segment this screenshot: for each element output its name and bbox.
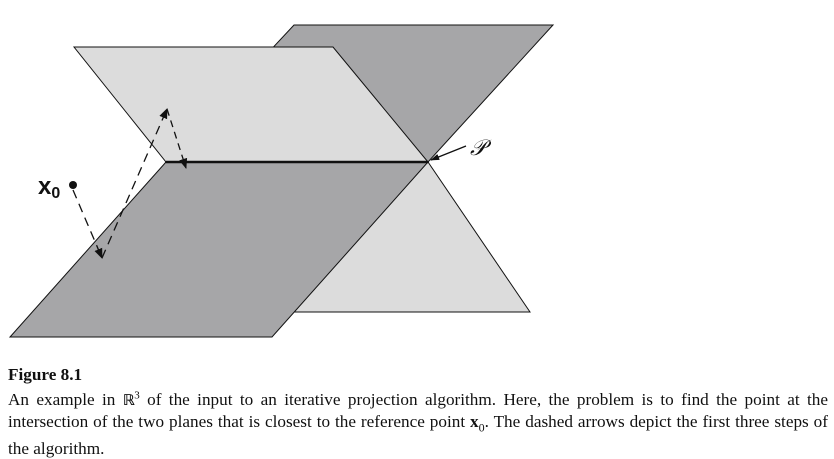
caption-part-1: An example in (8, 389, 123, 409)
figure-caption: Figure 8.1 An example in ℝ3 of the input… (8, 364, 828, 459)
caption-title: Figure 8.1 (8, 365, 83, 384)
projection-step-2-arrow (101, 108, 168, 259)
caption-ref-point: x0 (470, 411, 485, 435)
reference-point-label: x0 (38, 173, 60, 202)
space-symbol: ℝ (122, 390, 135, 409)
caption-text: An example in ℝ3 of the input to an iter… (8, 389, 828, 459)
caption-part-3: . The dashed arrows depict the first thr… (8, 411, 828, 459)
projection-step-1-arrow (72, 189, 103, 259)
intersection-point-label: 𝒫 (470, 136, 492, 161)
intersection-point-arrow (430, 145, 467, 161)
figure-diagram: x0 𝒫 (8, 24, 555, 338)
reference-point-dot (69, 181, 77, 189)
caption-part-2: of the input to an iterative projection … (8, 389, 828, 431)
space-exponent: 3 (134, 389, 140, 401)
projection-step-3-arrow (166, 108, 188, 169)
